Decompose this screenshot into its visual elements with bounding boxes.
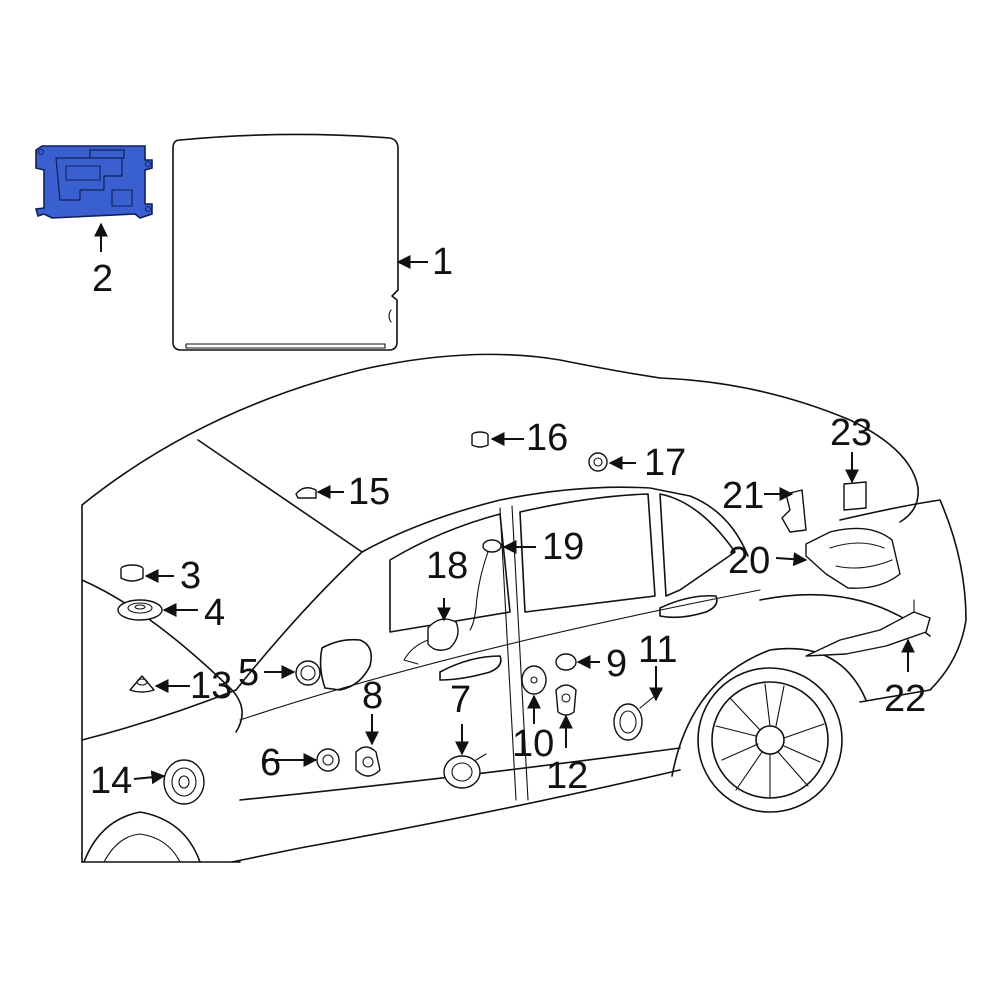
part-9[interactable] <box>555 653 577 671</box>
leader-arrows <box>94 222 915 785</box>
part-10[interactable] <box>521 665 547 695</box>
callout-20: 20 <box>728 540 770 582</box>
part-13[interactable] <box>129 675 155 693</box>
callout-5: 5 <box>238 652 259 694</box>
part-2-control-module[interactable] <box>34 145 153 219</box>
callout-2: 2 <box>92 258 113 300</box>
part-5-tweeter[interactable] <box>295 660 321 686</box>
part-21-bracket[interactable] <box>781 489 807 533</box>
callout-21: 21 <box>722 475 764 517</box>
part-16[interactable] <box>471 431 489 448</box>
part-7-speaker[interactable] <box>443 753 487 789</box>
part-18[interactable] <box>403 618 459 665</box>
part-4-speaker[interactable] <box>117 599 163 621</box>
callout-19: 19 <box>542 526 584 568</box>
part-23[interactable] <box>843 481 867 511</box>
part-3[interactable] <box>120 564 144 582</box>
part-6[interactable] <box>316 748 340 772</box>
part-22-bracket[interactable] <box>805 599 931 657</box>
callout-16: 16 <box>526 417 568 459</box>
callout-11: 11 <box>638 629 677 671</box>
callout-13: 13 <box>190 665 232 707</box>
callout-8: 8 <box>362 675 383 717</box>
part-1-panel[interactable] <box>172 133 399 351</box>
callout-22: 22 <box>884 678 926 720</box>
part-8[interactable] <box>355 746 381 777</box>
car-body <box>81 353 967 863</box>
callout-10: 10 <box>512 723 554 765</box>
callout-17: 17 <box>644 442 686 484</box>
callout-18: 18 <box>426 545 468 587</box>
part-12[interactable] <box>555 684 577 716</box>
callout-15: 15 <box>348 471 390 513</box>
part-19[interactable] <box>469 539 502 631</box>
callout-14: 14 <box>90 760 132 802</box>
part-11-speaker[interactable] <box>613 689 663 741</box>
part-14-speaker[interactable] <box>163 759 205 805</box>
part-15[interactable] <box>295 487 317 499</box>
callout-3: 3 <box>180 555 201 597</box>
callout-7: 7 <box>450 679 471 721</box>
callout-1: 1 <box>432 241 453 283</box>
callout-9: 9 <box>606 643 627 685</box>
callout-23: 23 <box>830 412 872 454</box>
part-20-amplifier[interactable] <box>805 527 901 589</box>
part-17[interactable] <box>588 452 608 472</box>
callout-4: 4 <box>204 592 225 634</box>
callout-12: 12 <box>546 755 588 797</box>
callout-6: 6 <box>260 742 281 784</box>
